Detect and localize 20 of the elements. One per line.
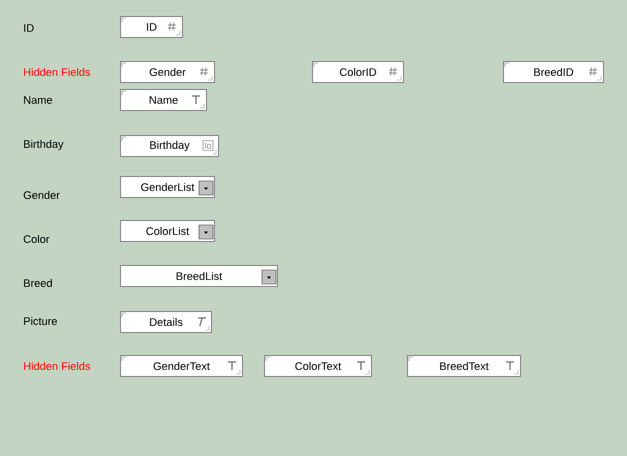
field-label: Hidden Fields <box>24 362 90 370</box>
field-label: Gender <box>24 190 60 200</box>
field-label: Breed <box>24 278 52 288</box>
field-box: ColorID <box>312 61 404 83</box>
field-box: Details <box>120 311 212 333</box>
field-box: Name <box>120 89 207 111</box>
field-box: ColorText <box>264 355 372 377</box>
field-label: Color <box>24 234 50 244</box>
field-box: BreedText <box>407 355 521 377</box>
field-label: Name <box>24 96 52 104</box>
field-box: ID <box>120 16 183 38</box>
field-label: ID <box>24 24 34 32</box>
field-box: Gender <box>120 61 215 83</box>
field-box: GenderText <box>120 355 243 377</box>
field-label: Birthday <box>24 140 64 150</box>
field-label: Picture <box>24 316 57 326</box>
field-box: Birthday <box>120 135 219 157</box>
field-box: BreedID <box>503 61 604 83</box>
field-label: Hidden Fields <box>24 68 90 76</box>
field-box: BreedList <box>120 265 278 287</box>
